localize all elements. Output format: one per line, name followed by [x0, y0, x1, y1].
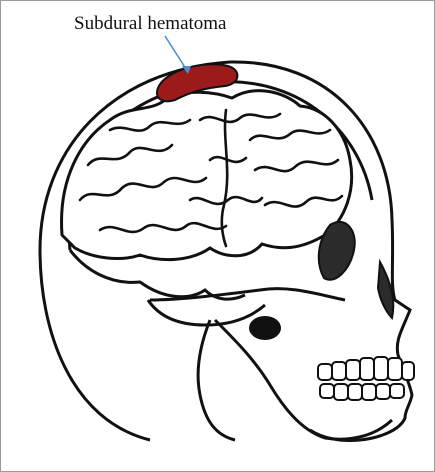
ear-hole	[249, 316, 281, 340]
lower-teeth	[320, 384, 404, 400]
